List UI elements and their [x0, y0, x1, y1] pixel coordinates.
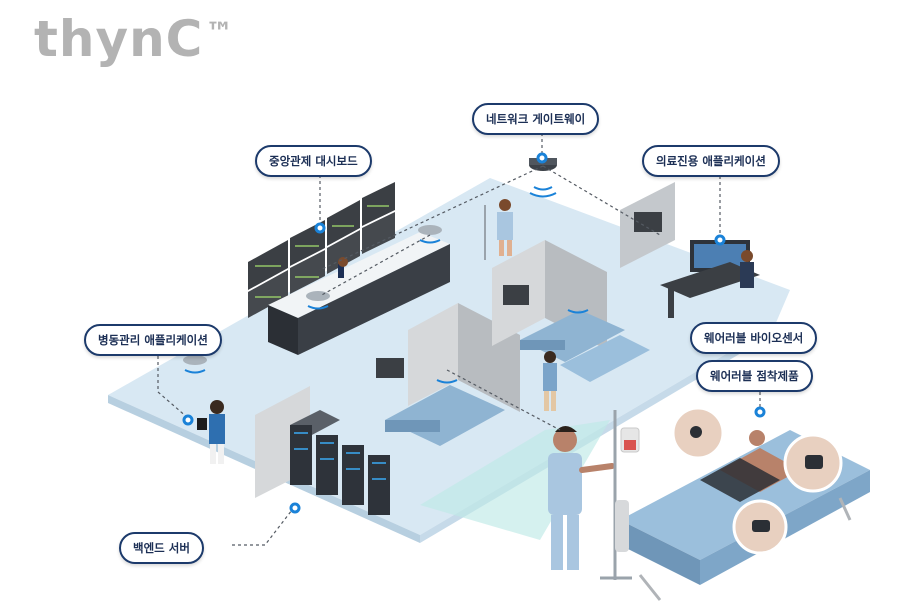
thync-logo: thynC™	[34, 10, 235, 68]
connector-nodes	[182, 152, 766, 514]
wearable-wrist-icon	[752, 520, 770, 532]
wearable-biosensor-label: 웨어러블 바이오센서	[690, 322, 818, 354]
ceiling-sensor	[418, 225, 442, 235]
nurse-with-tablet	[197, 400, 225, 464]
wearable-sensor-icon	[690, 426, 702, 438]
iv-stand	[600, 410, 640, 580]
dashboard-monitors	[248, 182, 395, 318]
backend-server-label: 백엔드 서버	[119, 532, 204, 564]
nurse-in-room	[543, 351, 557, 411]
medical-app-label: 의료진용 애플리케이션	[642, 145, 780, 177]
wearable-patch-label: 웨어러블 점착제품	[696, 360, 813, 392]
network-gateway-label: 네트워크 게이트웨이	[472, 103, 600, 135]
foreground-patient	[548, 426, 615, 570]
patient-standing-back	[497, 199, 513, 256]
server-racks	[290, 410, 390, 515]
connector-lines	[157, 133, 761, 546]
wifi-signal-icon	[184, 186, 589, 384]
central-dashboard-label: 중앙관제 대시보드	[255, 145, 372, 177]
ceiling-sensor	[306, 291, 330, 301]
wearable-band-icon	[805, 455, 823, 469]
ward-app-label: 병동관리 애플리케이션	[84, 324, 222, 356]
ceiling-sensor	[183, 355, 207, 365]
ward-beds	[385, 310, 650, 446]
